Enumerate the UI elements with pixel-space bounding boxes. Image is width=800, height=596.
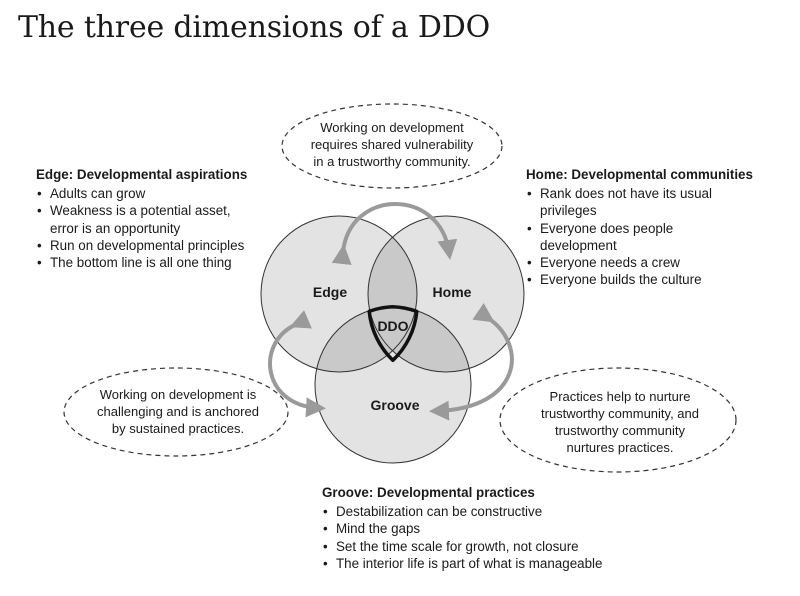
edge-list: Adults can growWeakness is a potential a… bbox=[36, 185, 306, 271]
left-bubble-text: Working on development is challenging and… bbox=[97, 387, 259, 436]
home-item-line: Rank does not have its usual bbox=[540, 186, 712, 202]
top-bubble-text: Working on development requires shared vu… bbox=[311, 120, 474, 169]
edge-item-line: Adults can grow bbox=[50, 186, 146, 202]
groove-block: Groove: Developmental practices Destabil… bbox=[322, 484, 702, 572]
page-title: The three dimensions of a DDO bbox=[18, 10, 491, 45]
home-heading: Home: Developmental communities bbox=[526, 167, 753, 182]
home-item-line: Everyone needs a crew bbox=[540, 255, 680, 271]
edge-item: Adults can grow bbox=[36, 185, 306, 202]
groove-item: The interior life is part of what is man… bbox=[322, 555, 702, 572]
home-list: Rank does not have its usualprivilegesEv… bbox=[526, 185, 796, 288]
edge-item: The bottom line is all one thing bbox=[36, 254, 306, 271]
home-item-line: Everyone does people bbox=[540, 220, 674, 236]
edge-item: Run on developmental principles bbox=[36, 237, 306, 254]
bubble-text-line: trustworthy community bbox=[555, 423, 686, 438]
home-item: Everyone needs a crew bbox=[526, 254, 796, 271]
ddo-center-outline bbox=[367, 304, 419, 363]
bubble-text-line: nurtures practices. bbox=[567, 440, 674, 455]
groove-item-line: Set the time scale for growth, not closu… bbox=[336, 538, 579, 554]
groove-item-line: Destabilization can be constructive bbox=[336, 504, 543, 520]
groove-item-line: The interior life is part of what is man… bbox=[336, 555, 603, 571]
bubble-text-line: challenging and is anchored bbox=[97, 404, 259, 419]
ddo-label: DDO bbox=[377, 318, 408, 334]
bubble-text-line: Working on development bbox=[320, 120, 464, 135]
left-bubble bbox=[63, 367, 289, 457]
right-bubble bbox=[499, 367, 737, 473]
right-arrow bbox=[429, 302, 514, 421]
edge-item-line: Run on developmental principles bbox=[50, 237, 245, 253]
bubble-text-line: requires shared vulnerability bbox=[311, 137, 474, 152]
home-item: Everyone builds the culture bbox=[526, 271, 796, 288]
groove-item: Destabilization can be constructive bbox=[322, 503, 702, 520]
groove-item: Set the time scale for growth, not closu… bbox=[322, 538, 702, 555]
edge-block: Edge: Developmental aspirations Adults c… bbox=[36, 166, 306, 271]
home-item-line: Everyone builds the culture bbox=[540, 272, 702, 288]
right-bubble-text: Practices help to nurture trustworthy com… bbox=[541, 389, 699, 455]
home-item-line: privileges bbox=[540, 203, 597, 219]
top-bubble bbox=[281, 103, 503, 189]
groove-heading: Groove: Developmental practices bbox=[322, 485, 535, 500]
edge-circle-outline bbox=[260, 215, 418, 373]
bubble-text-line: in a trustworthy community. bbox=[313, 154, 470, 169]
groove-item-line: Mind the gaps bbox=[336, 521, 421, 537]
edge-item-line: The bottom line is all one thing bbox=[50, 255, 232, 271]
home-label: Home bbox=[433, 284, 472, 300]
edge-item-line: error is an opportunity bbox=[50, 220, 181, 236]
edge-label: Edge bbox=[313, 284, 347, 300]
top-arrow bbox=[331, 202, 458, 266]
edge-item: Weakness is a potential asset,error is a… bbox=[36, 202, 306, 236]
bubble-text-line: Working on development is bbox=[100, 387, 257, 402]
bubble-text-line: trustworthy community, and bbox=[541, 406, 699, 421]
home-item-line: development bbox=[540, 237, 617, 253]
edge-groove-overlap bbox=[315, 307, 417, 372]
groove-list: Destabilization can be constructiveMind … bbox=[322, 503, 702, 572]
edge-item-line: Weakness is a potential asset, bbox=[50, 203, 231, 219]
bubble-text-line: by sustained practices. bbox=[112, 421, 244, 436]
groove-label: Groove bbox=[370, 397, 419, 413]
bubble-text-line: Practices help to nurture bbox=[550, 389, 691, 404]
edge-heading: Edge: Developmental aspirations bbox=[36, 167, 248, 182]
left-arrow bbox=[268, 310, 326, 418]
groove-item: Mind the gaps bbox=[322, 520, 702, 537]
home-block: Home: Developmental communities Rank doe… bbox=[526, 166, 796, 289]
